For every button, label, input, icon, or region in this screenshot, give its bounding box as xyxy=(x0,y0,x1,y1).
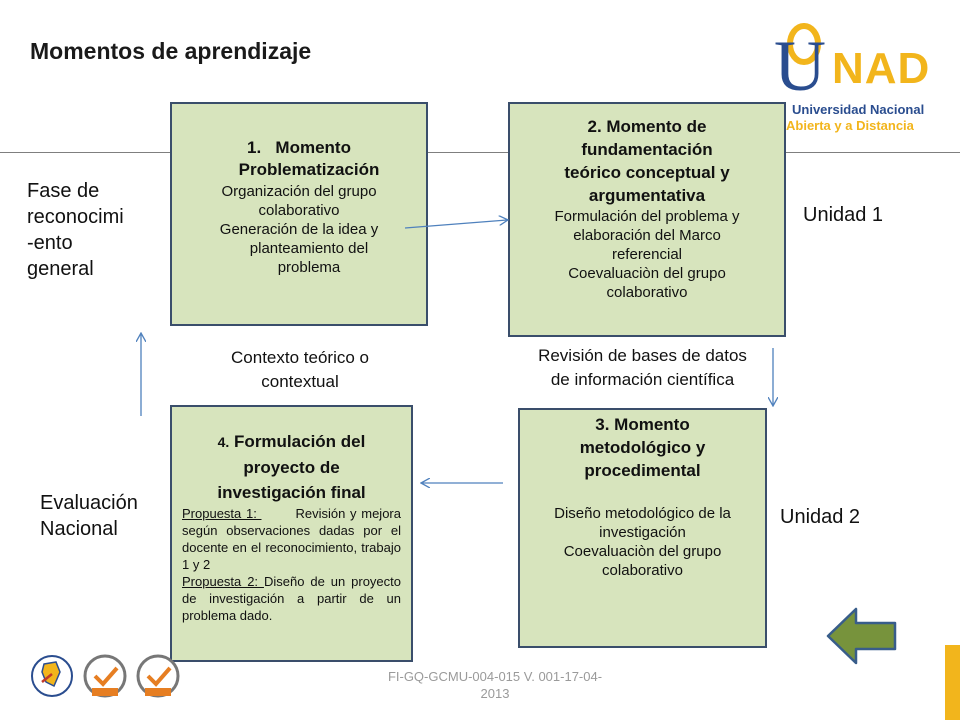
revision-line: de información científica xyxy=(550,370,735,389)
certification-seals xyxy=(31,654,180,698)
box2-line: Formulación del problema y xyxy=(554,208,740,225)
box4-proposal-2: Propuesta 2: Diseño de un proyecto de in… xyxy=(182,573,401,624)
box4-number: 4. xyxy=(217,434,230,450)
accent-bar xyxy=(945,645,960,720)
box4-title1: Formulación del xyxy=(229,432,366,451)
label-evaluacion-nacional: Evaluación Nacional xyxy=(40,490,138,542)
note-contexto: Contexto teórico o contextual xyxy=(200,346,400,394)
back-arrow-icon xyxy=(826,607,897,665)
label-unidad-2: Unidad 2 xyxy=(780,506,861,528)
fase-line: Fase de xyxy=(27,180,100,202)
contexto-line: Contexto teórico o xyxy=(231,348,369,367)
box1-line: problema xyxy=(277,259,341,276)
unad-logo: U NAD Universidad Nacional Abierta y a D… xyxy=(772,14,957,139)
box-momento-4: 4. Formulación del proyecto de investiga… xyxy=(170,405,413,662)
seal-sgs-1-icon xyxy=(83,654,127,698)
box3-line: investigación xyxy=(599,524,686,541)
box1-line: colaborativo xyxy=(258,202,340,219)
box-momento-2: 2. Momento de fundamentación teórico con… xyxy=(508,102,786,337)
box1-body: Organización del grupo colaborativo Gene… xyxy=(172,182,426,277)
box2-line: Coevaluaciòn del grupo xyxy=(568,265,726,282)
logo-u: U xyxy=(774,26,826,106)
box1-title: 1. Momento Problematización xyxy=(172,137,426,181)
label-fase-reconocimiento: Fase de reconocimi -ento general xyxy=(27,178,124,282)
box-momento-3: 3. Momento metodológico y procedimental … xyxy=(518,408,767,648)
logo-line1: Universidad Nacional xyxy=(792,102,925,117)
box1-line: Generación de la idea y xyxy=(219,221,379,238)
box4-p1-label: Propuesta 1: xyxy=(182,506,262,521)
box2-body: Formulación del problema y elaboración d… xyxy=(510,207,784,302)
box3-line: Coevaluaciòn del grupo xyxy=(563,543,722,560)
box3-line: Diseño metodológico de la xyxy=(554,505,731,522)
box2-title-line: argumentativa xyxy=(588,186,706,205)
box4-title2: proyecto de xyxy=(243,458,340,477)
box2-title-line: teórico conceptual y xyxy=(564,163,730,182)
box2-title-line: fundamentación xyxy=(581,140,713,159)
page-title: Momentos de aprendizaje xyxy=(30,38,312,64)
box2-title-line: 2. Momento de xyxy=(587,117,707,136)
seal-sgs-2-icon xyxy=(136,654,180,698)
box3-title-line: procedimental xyxy=(584,461,701,480)
fase-line: reconocimi xyxy=(27,206,124,228)
logo-line2: Abierta y a Distancia xyxy=(786,118,914,133)
note-revision: Revisión de bases de datos de informació… xyxy=(500,344,785,392)
box3-title-line: 3. Momento xyxy=(595,415,690,434)
box2-line: colaborativo xyxy=(606,284,688,301)
revision-line: Revisión de bases de datos xyxy=(538,346,747,365)
fase-line: -ento xyxy=(27,232,73,254)
label-unidad-1: Unidad 1 xyxy=(803,204,884,226)
box2-title: 2. Momento de fundamentación teórico con… xyxy=(510,115,784,207)
footer-line: 2013 xyxy=(480,686,510,701)
box2-line: referencial xyxy=(611,246,683,263)
box3-body: Diseño metodológico de la investigación … xyxy=(520,504,765,580)
logo-nad: NAD xyxy=(832,44,931,93)
box3-line: colaborativo xyxy=(602,562,683,579)
box-momento-1: 1. Momento Problematización Organización… xyxy=(170,102,428,326)
evaluacion-line: Nacional xyxy=(40,518,118,540)
fase-line: general xyxy=(27,258,94,280)
box1-line: planteamiento del xyxy=(249,240,369,257)
footer-line: FI-GQ-GCMU-004-015 V. 001-17-04- xyxy=(387,669,603,684)
evaluacion-line: Evaluación xyxy=(40,492,138,514)
box1-title2: Problematización xyxy=(238,160,380,179)
box3-title: 3. Momento metodológico y procedimental xyxy=(520,413,765,482)
seal-colombia-icon xyxy=(31,655,73,697)
box4-title3: investigación final xyxy=(217,483,366,502)
box4-title: 4. Formulación del proyecto de investiga… xyxy=(182,429,401,505)
back-arrow-button[interactable] xyxy=(826,606,898,666)
box1-number: 1. xyxy=(247,138,262,157)
box1-line: Organización del grupo xyxy=(221,183,377,200)
footer-code: FI-GQ-GCMU-004-015 V. 001-17-04- 2013 xyxy=(370,668,620,702)
box4-p1-text: Revisión y mejora según observaciones da… xyxy=(182,506,401,572)
box4-p2-text: Diseño de un proyecto de investigación a… xyxy=(182,574,401,623)
divider-line xyxy=(0,152,960,153)
box3-title-line: metodológico y xyxy=(579,438,706,457)
box4-p2-label: Propuesta 2: xyxy=(182,574,264,589)
box1-title1: Momento xyxy=(275,138,351,157)
contexto-line: contextual xyxy=(261,372,339,391)
box4-proposal-1: Propuesta 1: Revisión y mejora según obs… xyxy=(182,505,401,573)
logo-swoosh-icon xyxy=(787,23,821,65)
box2-line: elaboración del Marco xyxy=(573,227,721,244)
